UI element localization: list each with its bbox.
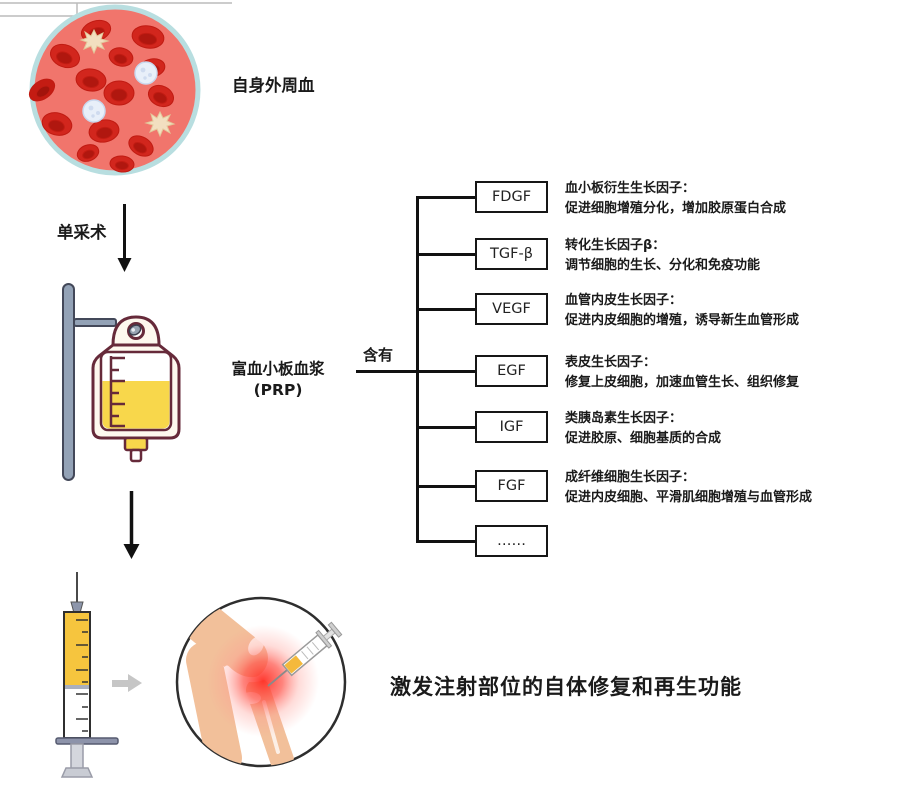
growth-factor-effect: 修复上皮细胞，加速血管生长、组织修复 bbox=[565, 375, 800, 390]
growth-factor-effect: 促进细胞增殖分化，增加胶原蛋白合成 bbox=[565, 201, 787, 216]
growth-factor-code: FDGF bbox=[491, 189, 532, 205]
contains-label: 含有 bbox=[363, 346, 394, 364]
growth-factor-row: FDGF 血小板衍生生长因子： 促进细胞增殖分化，增加胶原蛋白合成 bbox=[475, 181, 895, 216]
growth-factor-box: FGF bbox=[475, 470, 548, 502]
growth-factor-code: VEGF bbox=[492, 301, 531, 317]
growth-factor-effect: 促进内皮细胞的增殖，诱导新生血管形成 bbox=[565, 313, 800, 328]
growth-factor-code: IGF bbox=[499, 419, 524, 435]
down-arrow-icon bbox=[117, 204, 132, 272]
growth-factor-box: TGF-β bbox=[475, 238, 548, 270]
peripheral-blood-label: 自身外周血 bbox=[232, 76, 315, 95]
growth-factor-description: 转化生长因子β： 调节细胞的生长、分化和免疫功能 bbox=[565, 236, 760, 276]
growth-factor-row: FGF 成纤维细胞生长因子： 促进内皮细胞、平滑肌细胞增殖与血管形成 bbox=[475, 470, 895, 505]
platelet-icon bbox=[79, 28, 176, 138]
growth-factor-code: EGF bbox=[497, 363, 526, 379]
growth-factor-effect: 调节细胞的生长、分化和免疫功能 bbox=[565, 258, 761, 273]
growth-factor-box: EGF bbox=[475, 355, 548, 387]
growth-factor-row: TGF-β 转化生长因子β： 调节细胞的生长、分化和免疫功能 bbox=[475, 238, 895, 273]
growth-factor-name: 成纤维细胞生长因子： bbox=[565, 470, 696, 485]
blood-sample-icon bbox=[28, 4, 201, 176]
down-arrow-icon bbox=[123, 491, 140, 559]
growth-factor-box: FDGF bbox=[475, 181, 548, 213]
growth-factor-box: VEGF bbox=[475, 293, 548, 325]
growth-factor-name: 转化生长因子β： bbox=[565, 238, 666, 253]
growth-factor-name: 血小板衍生生长因子： bbox=[565, 181, 696, 196]
prp-label: 富血小板血浆 (PRP) bbox=[218, 359, 338, 401]
growth-factor-box: …… bbox=[475, 525, 548, 557]
prp-label-line2: (PRP) bbox=[253, 381, 303, 399]
growth-factor-description: 成纤维细胞生长因子： 促进内皮细胞、平滑肌细胞增殖与血管形成 bbox=[565, 468, 812, 508]
growth-factor-name: 血管内皮生长因子： bbox=[565, 293, 683, 308]
growth-factor-code: FGF bbox=[497, 478, 526, 494]
tree-lines bbox=[356, 196, 476, 543]
growth-factor-name: 类胰岛素生长因子： bbox=[565, 411, 683, 426]
growth-factor-row: EGF 表皮生长因子： 修复上皮细胞，加速血管生长、组织修复 bbox=[475, 355, 895, 390]
growth-factor-row: VEGF 血管内皮生长因子： 促进内皮细胞的增殖，诱导新生血管形成 bbox=[475, 293, 895, 328]
growth-factor-description: 类胰岛素生长因子： 促进胶原、细胞基质的合成 bbox=[565, 409, 721, 449]
prp-label-line1: 富血小板血浆 bbox=[231, 360, 325, 378]
growth-factor-row: IGF 类胰岛素生长因子： 促进胶原、细胞基质的合成 bbox=[475, 411, 895, 446]
growth-factor-name: 表皮生长因子： bbox=[565, 355, 657, 370]
growth-factor-effect: 促进内皮细胞、平滑肌细胞增殖与血管形成 bbox=[565, 490, 813, 505]
growth-factor-description: 表皮生长因子： 修复上皮细胞，加速血管生长、组织修复 bbox=[565, 353, 799, 393]
knee-injection-icon bbox=[175, 596, 347, 768]
syringe-icon bbox=[55, 572, 119, 778]
growth-factor-box: IGF bbox=[475, 411, 548, 443]
growth-factor-code: …… bbox=[497, 533, 526, 549]
white-cell-icon bbox=[82, 61, 158, 123]
iv-bag-icon bbox=[62, 283, 181, 481]
growth-factor-effect: 促进胶原、细胞基质的合成 bbox=[565, 431, 722, 446]
growth-factor-description: 血管内皮生长因子： 促进内皮细胞的增殖，诱导新生血管形成 bbox=[565, 291, 799, 331]
right-arrow-icon bbox=[112, 674, 142, 692]
mini-syringe-icon bbox=[267, 621, 343, 687]
growth-factor-description: 血小板衍生生长因子： 促进细胞增殖分化，增加胶原蛋白合成 bbox=[565, 179, 786, 219]
growth-factor-code: TGF-β bbox=[490, 246, 533, 262]
conclusion-text: 激发注射部位的自体修复和再生功能 bbox=[390, 675, 742, 699]
apheresis-label: 单采术 bbox=[57, 223, 107, 242]
growth-factor-row: …… bbox=[475, 525, 895, 558]
